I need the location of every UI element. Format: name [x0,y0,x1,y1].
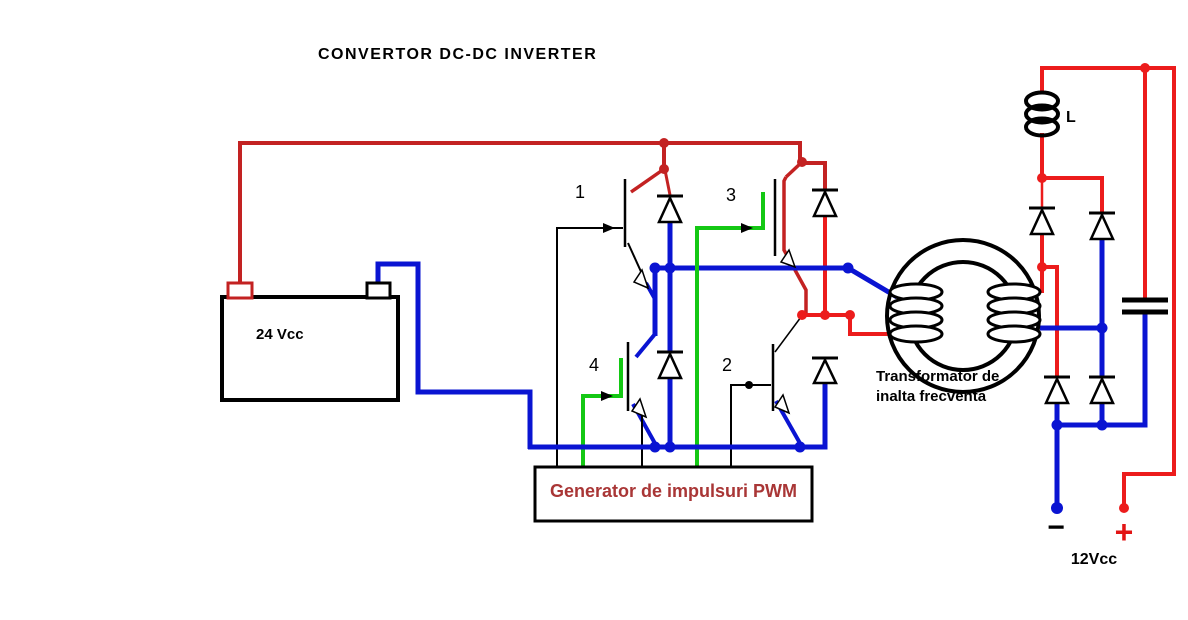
wire-t1-collector-diag [629,167,666,194]
junction-dot [797,157,807,167]
inductor-coil-icon [1024,116,1060,138]
wire-t4-collector [634,332,657,359]
junction-dot [797,310,807,320]
junction-dot [820,310,830,320]
diode-t2-icon [812,356,838,385]
transistor-1-label: 1 [575,182,585,202]
emitter-arrow-icon [779,248,797,269]
diode-upper-right-icon [1089,211,1115,241]
gate-arrow-icon [601,391,613,401]
wire-battery-negative [375,261,533,449]
junction-dot [845,310,855,320]
junction-dot [664,441,676,453]
junction-dot [649,262,661,274]
diode-t3-icon [812,188,838,218]
diode-lower-right-icon [1089,375,1115,405]
wire-primary-to-transformer [848,315,897,336]
junction-dot [1037,173,1047,183]
junction-dots [649,63,1150,453]
transformer-group: Transformator de inalta frecventa [876,238,1042,405]
bridge-diodes [657,188,838,385]
wire-t1-diode-feed [663,169,672,196]
diode-t1-icon [657,194,683,224]
gate-node-dot [745,381,753,389]
transformer-secondary-winding [986,282,1042,344]
battery-negative-terminal [365,281,392,300]
transistor-2-group: 2 [722,344,791,415]
inductor-label: L [1066,109,1076,126]
primary-red-wiring [238,141,897,336]
junction-dot [1051,419,1063,431]
wire-secondary-top-rail [1040,66,1176,509]
junction-dot [649,441,661,453]
minus-terminal-dot [1051,502,1063,514]
wire-t1-gate [556,227,623,468]
plus-sign: + [1115,514,1134,550]
pwm-generator-box [533,465,814,523]
output-voltage-label: 12Vcc [1071,551,1117,568]
transistor-1-group: 1 [575,179,650,290]
wire-t2-gate [730,384,771,468]
inductor-coil-icon [1024,103,1060,125]
plus-terminal-dot [1119,503,1129,513]
wire-t2-collector [774,316,802,353]
inductor-coil-icon [1024,90,1060,112]
transformer-label-line1: Transformator de [876,368,999,385]
wire-t3-body-emitter [782,176,808,316]
transistor-4-group: 4 [589,342,648,419]
junction-dot [794,441,806,453]
diode-t4-icon [657,350,683,380]
pwm-generator-group: Generator de impulsuri PWM [533,465,814,523]
gate-arrow-icon [603,223,615,233]
rectifier-diodes [1029,206,1115,405]
junction-dot [659,138,669,148]
output-terminals-group: − + 12Vcc [1047,502,1133,568]
junction-dot [1096,419,1108,431]
wire-diode-ur-feed [1042,176,1104,212]
transformer-label-line2: inalta frecventa [876,388,987,405]
battery-label: 24 Vcc [256,326,304,343]
blue-wiring [375,222,1148,508]
battery-body [220,295,400,402]
wire-t3-gate-green [695,192,765,468]
junction-dot [664,262,676,274]
gate-arrow-icon [741,223,753,233]
wire-battery-positive [238,141,802,283]
diode-upper-left-icon [1029,206,1055,236]
control-wiring [556,227,802,468]
pwm-generator-label: Generator de impulsuri PWM [550,481,797,501]
transistor-3-group: 3 [726,179,797,269]
inductor-group: L [1024,90,1076,138]
junction-dot [1096,322,1108,334]
emitter-arrow-icon [630,397,648,419]
diode-lower-left-icon [1044,375,1070,405]
wire-leg-a-to-transformer [653,265,899,300]
transistor-4-label: 4 [589,355,599,375]
battery-positive-terminal [226,281,254,300]
emitter-arrow-icon [773,393,791,415]
page-title: CONVERTOR DC-DC INVERTER [318,46,597,63]
transistor-2-label: 2 [722,355,732,375]
wire-diode-ll-feed [1042,265,1059,377]
junction-dot [1140,63,1150,73]
transistor-3-label: 3 [726,185,736,205]
junction-dot [659,164,669,174]
wire-t3-diode-feed [802,161,827,190]
secondary-red-wiring [1040,66,1176,509]
wire-emitter-rail [528,384,828,450]
emitter-arrow-icon [632,268,650,290]
transformer-primary-winding [888,282,944,344]
junction-dot [1037,262,1047,272]
junction-dot [842,262,854,274]
pwm-green-wiring [581,192,765,468]
capacitor-group [1122,297,1168,315]
wire-output-rail [1055,313,1148,428]
minus-sign: − [1047,511,1065,544]
battery-group: 24 Vcc [220,281,400,402]
